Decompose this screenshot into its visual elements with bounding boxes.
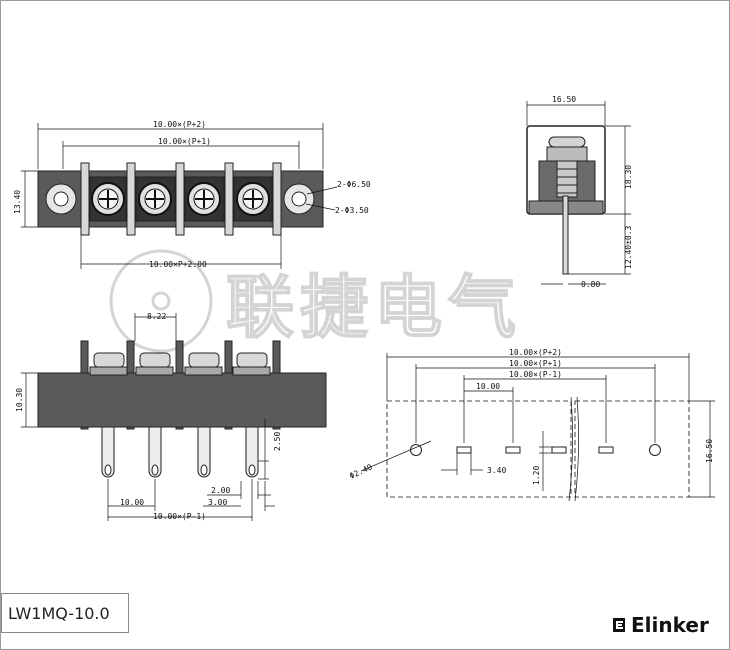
brand-logo: Elinker <box>611 613 709 637</box>
brand-name: Elinker <box>631 613 709 637</box>
dim-2-00: 2.00 <box>211 486 230 495</box>
dim-pcb-width-p1m: 10.00×(P-1) <box>509 370 562 379</box>
dim-hole-inner: 2-Φ3.50 <box>335 206 369 215</box>
top-view: 10.00×(P+2) 10.00×(P+1) <box>13 120 371 269</box>
dim-pin-thickness: 0.80 <box>581 280 600 289</box>
dim-hole-outer: 2-Φ6.50 <box>337 180 371 189</box>
dim-pcb-height: 16.50 <box>705 439 714 463</box>
dim-pcb-slot-w: 3.40 <box>487 466 506 475</box>
dim-side-height: 18.30 <box>624 165 633 189</box>
dim-pin-length: 12.40±0.3 <box>624 225 633 269</box>
dim-pin-offset: 2.50 <box>273 432 282 451</box>
front-view: 8.22 10.30 <box>15 312 327 521</box>
dim-height-13-40: 13.40 <box>13 190 22 214</box>
side-view: 16.50 18.30 12.40±0.3 0.80 <box>526 95 633 289</box>
dim-pcb-slot-h: 1.20 <box>532 466 541 485</box>
watermark-text: 联捷电气 <box>226 269 522 348</box>
dim-pitch-8-22: 8.22 <box>147 312 166 321</box>
dim-pin-span: 10.00×P+2.00 <box>149 260 207 269</box>
pcb-layout: 10.00×(P+2) 10.00×(P+1) 10.00×(P-1) 10.0… <box>348 348 715 502</box>
dim-top-width-p1: 10.00×(P+1) <box>158 137 211 146</box>
dim-top-width-p2: 10.00×(P+2) <box>153 120 206 129</box>
watermark: 联捷电气 <box>109 249 522 353</box>
dim-pcb-width-p2: 10.00×(P+2) <box>509 348 562 357</box>
dim-pcb-pitch: 10.00 <box>476 382 500 391</box>
brand-mark-icon <box>613 618 625 632</box>
dim-side-width: 16.50 <box>552 95 576 104</box>
dim-10-00: 10.00 <box>120 498 144 507</box>
dim-front-width-p1m: 10.00×(P-1) <box>153 512 206 521</box>
part-number-box: LW1MQ-10.0 <box>1 593 129 633</box>
dim-pcb-hole: Φ2.40 <box>348 462 374 480</box>
dim-3-00: 3.00 <box>208 498 227 507</box>
dim-pcb-width-p1: 10.00×(P+1) <box>509 359 562 368</box>
front-pins <box>101 426 259 478</box>
screw-icons <box>91 182 270 216</box>
dim-front-height: 10.30 <box>15 388 24 412</box>
